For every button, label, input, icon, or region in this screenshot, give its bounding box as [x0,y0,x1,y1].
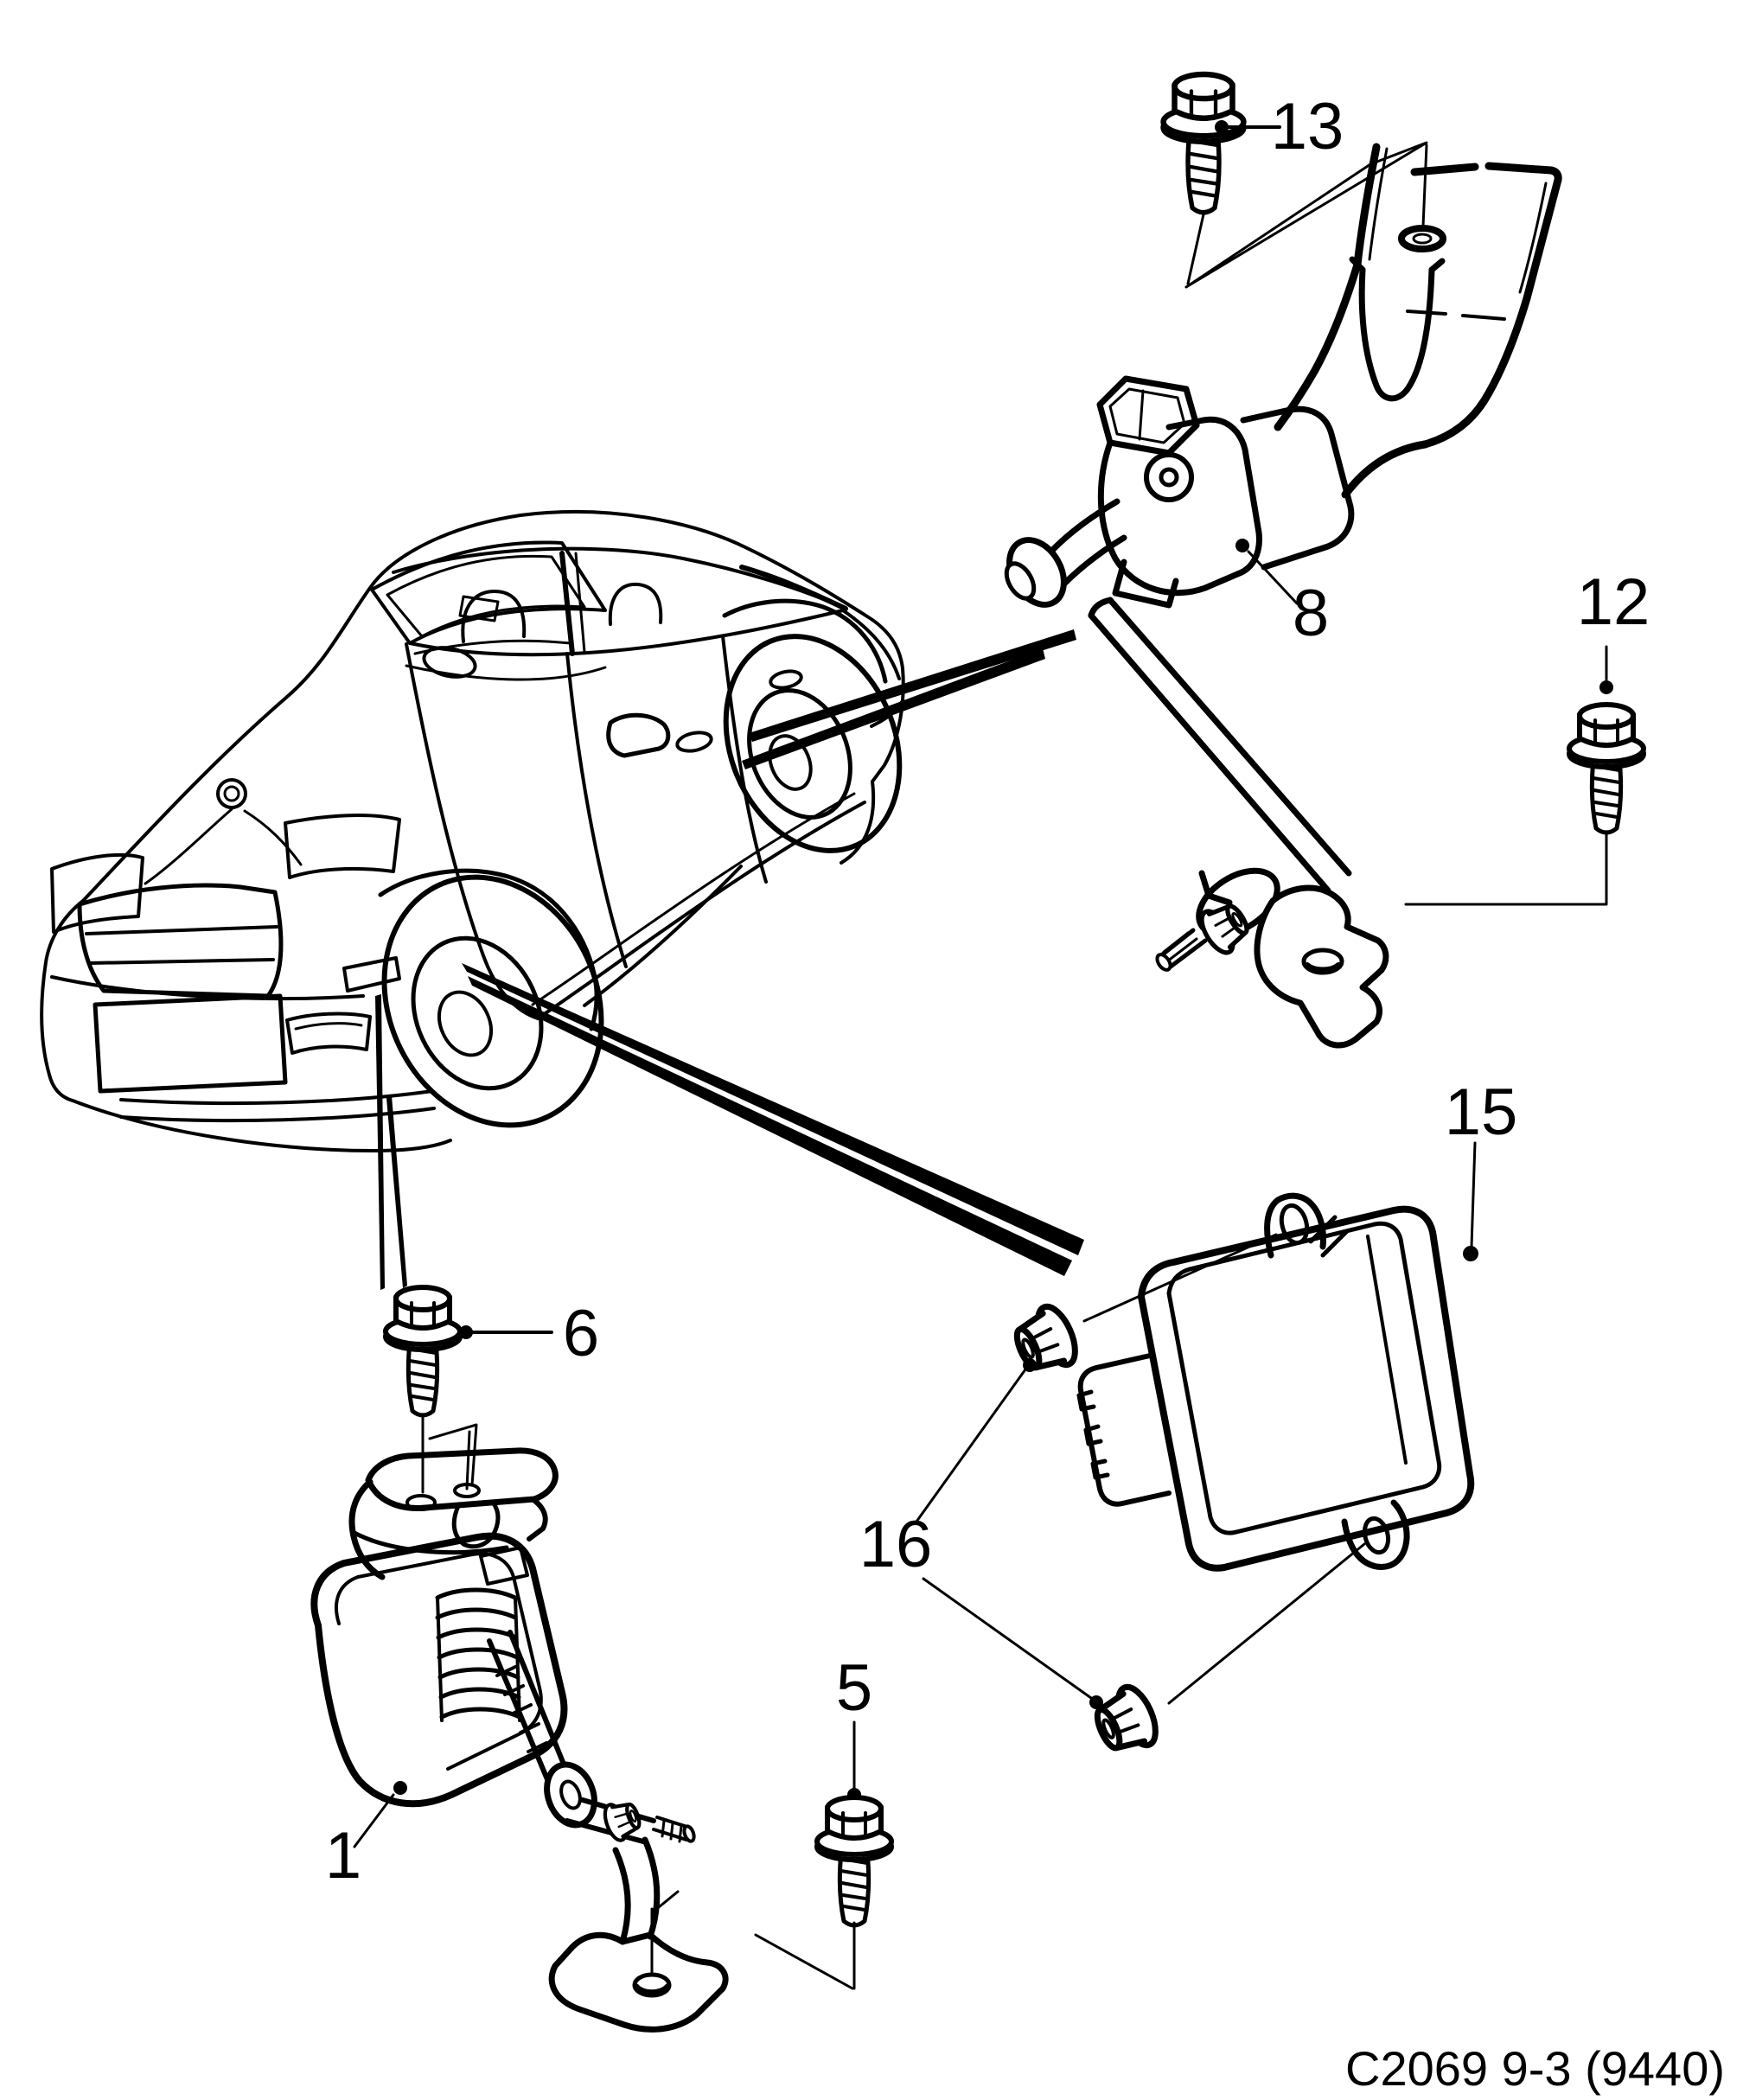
callout-6-label: 6 [563,1297,599,1370]
panel-edge [1184,141,1428,289]
flange-nut-top [1008,1301,1082,1380]
callout-5-label: 5 [836,1651,872,1725]
bolt-12 [1569,705,1644,833]
front-sensor-bracket [348,1447,559,1580]
foot-bracket [548,1931,729,2033]
leader-lines-from-car [375,629,1084,1290]
bolt-13 [1164,74,1244,213]
rear-height-sensor-assembly: 8 13 12 [1004,74,1650,1049]
callout-1-label: 1 [325,1819,361,1893]
callout-13-label: 13 [1271,90,1344,163]
control-module [1076,1192,1475,1572]
front-height-sensor-assembly: 6 [310,1287,891,2033]
callout-15-label: 15 [1445,1076,1518,1149]
flange-nut-bottom [1089,1682,1163,1760]
control-module-assembly: 16 15 [859,1076,1518,1760]
callout-16-label: 16 [859,1508,933,1581]
callout-8-label: 8 [1293,577,1329,650]
sensor-rod-end [1155,867,1280,972]
height-sensor-rear [1096,375,1355,609]
figure-caption: C2069 9-3 (9440) [1345,2041,1725,2096]
bolt-5 [817,1797,891,1925]
callout-12-label: 12 [1577,565,1650,639]
bolt-6 [386,1287,460,1415]
height-sensor-front [310,1532,568,1808]
bracket-hole-13 [1401,228,1443,249]
car-illustration [40,510,905,1152]
front-sensor-link [487,1630,696,1945]
sensor-boot [435,1587,522,1722]
sensor-link-rod [1004,498,1352,894]
lower-mounting-bracket [1198,870,1389,1049]
